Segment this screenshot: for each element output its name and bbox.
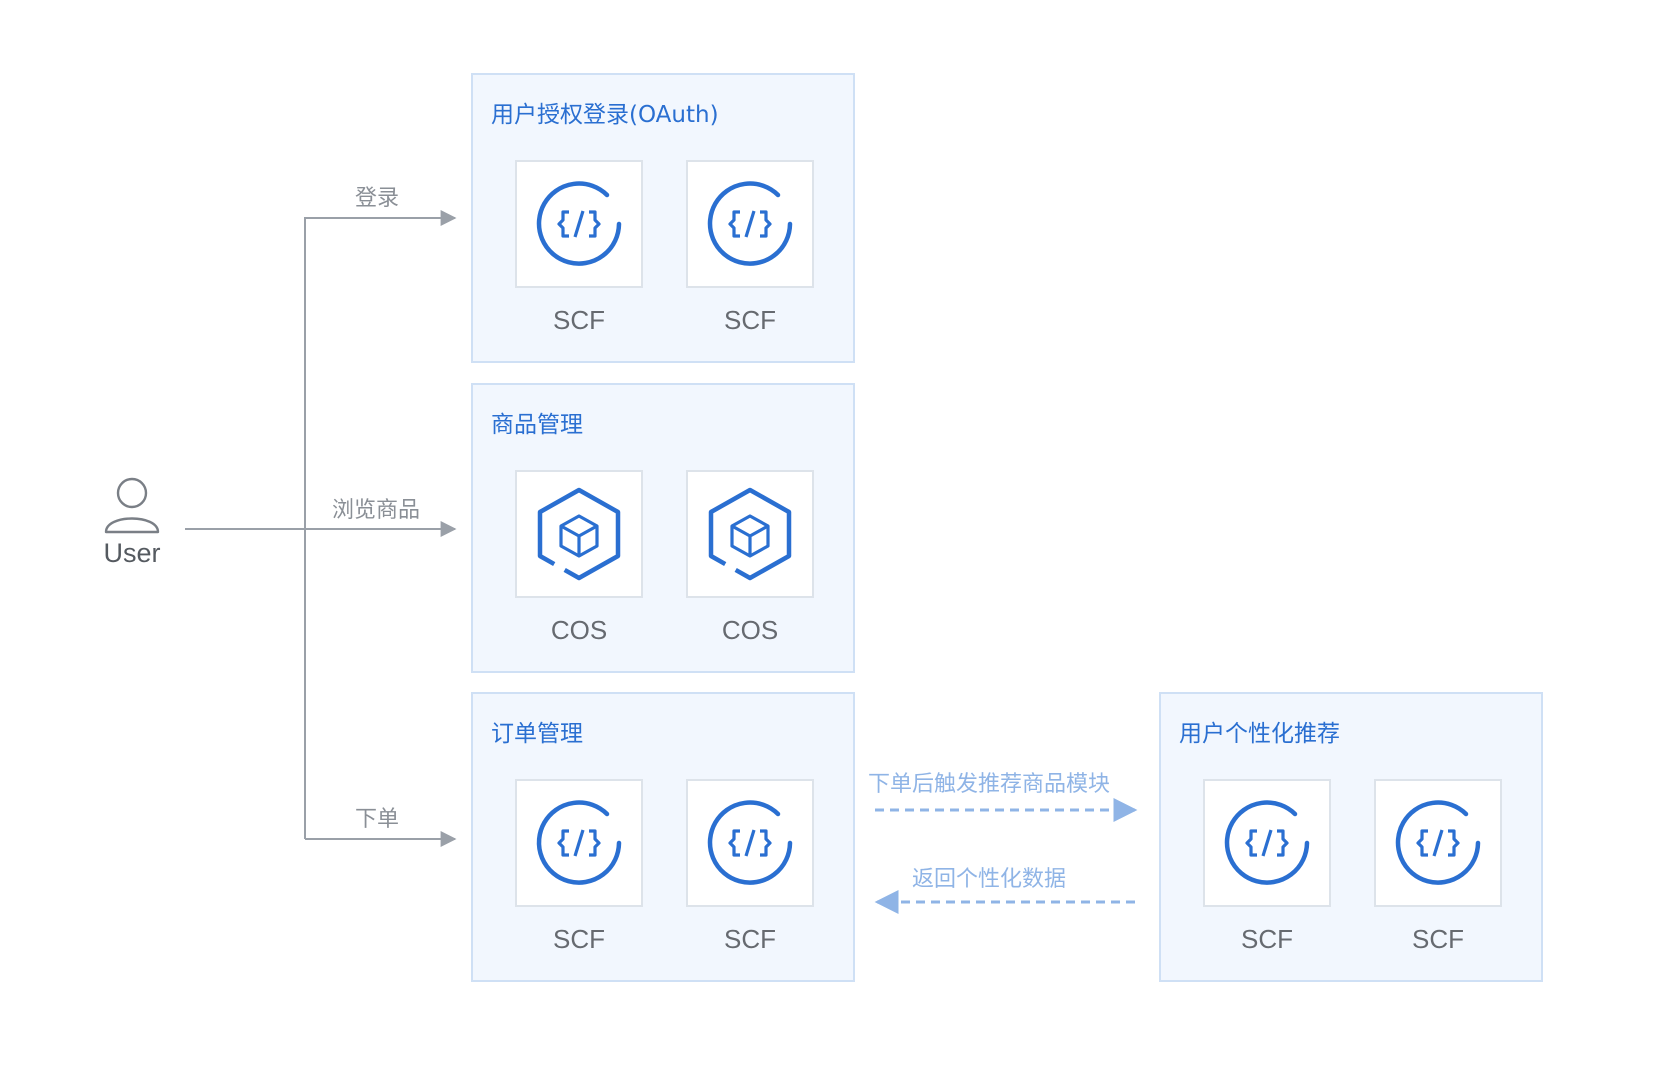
service-label: SCF: [553, 305, 605, 335]
group-title: 订单管理: [491, 721, 583, 747]
edge-label-trigger: 下单后触发推荐商品模块: [868, 772, 1111, 797]
edge-label-login: 登录: [355, 186, 400, 211]
group-order: 订单管理 SCF SCF: [471, 692, 855, 982]
service-label: SCF: [724, 305, 776, 335]
edge-label-return: 返回个性化数据: [912, 867, 1067, 892]
cos-icon: [537, 487, 621, 581]
service-label: SCF: [553, 924, 605, 954]
service-tile-scf: [1374, 779, 1502, 907]
service-tile-scf: [1203, 779, 1331, 907]
cos-icon: [708, 487, 792, 581]
group-title: 用户授权登录(OAuth): [491, 102, 719, 128]
scf-icon: [707, 800, 793, 885]
group-oauth: 用户授权登录(OAuth) SCF SCF: [471, 73, 855, 363]
service-tile-scf: [515, 779, 643, 907]
dashed-connectors: [874, 798, 1138, 914]
service-tile-cos: [515, 470, 643, 598]
service-label: COS: [550, 615, 608, 645]
user-label: User: [103, 538, 161, 568]
scf-icon: [1224, 800, 1310, 885]
group-title: 用户个性化推荐: [1179, 721, 1340, 747]
scf-icon: [536, 181, 622, 266]
group-product: 商品管理 COS COS: [471, 383, 855, 673]
scf-icon: [1395, 800, 1481, 885]
edge-label-browse: 浏览商品: [332, 498, 421, 523]
scf-icon: [536, 800, 622, 885]
scf-icon: [707, 181, 793, 266]
service-label: SCF: [724, 924, 776, 954]
service-tile-scf: [686, 160, 814, 288]
service-tile-scf: [686, 779, 814, 907]
service-label: COS: [721, 615, 779, 645]
group-title: 商品管理: [491, 412, 583, 438]
service-tile-scf: [515, 160, 643, 288]
user-icon: [104, 477, 160, 534]
edge-label-order: 下单: [355, 807, 400, 832]
user-actor: User: [92, 476, 172, 586]
group-recommend: 用户个性化推荐 SCF SCF: [1159, 692, 1543, 982]
service-label: SCF: [1241, 924, 1293, 954]
user-to-services-connector: [185, 210, 457, 847]
service-tile-cos: [686, 470, 814, 598]
service-label: SCF: [1412, 924, 1464, 954]
